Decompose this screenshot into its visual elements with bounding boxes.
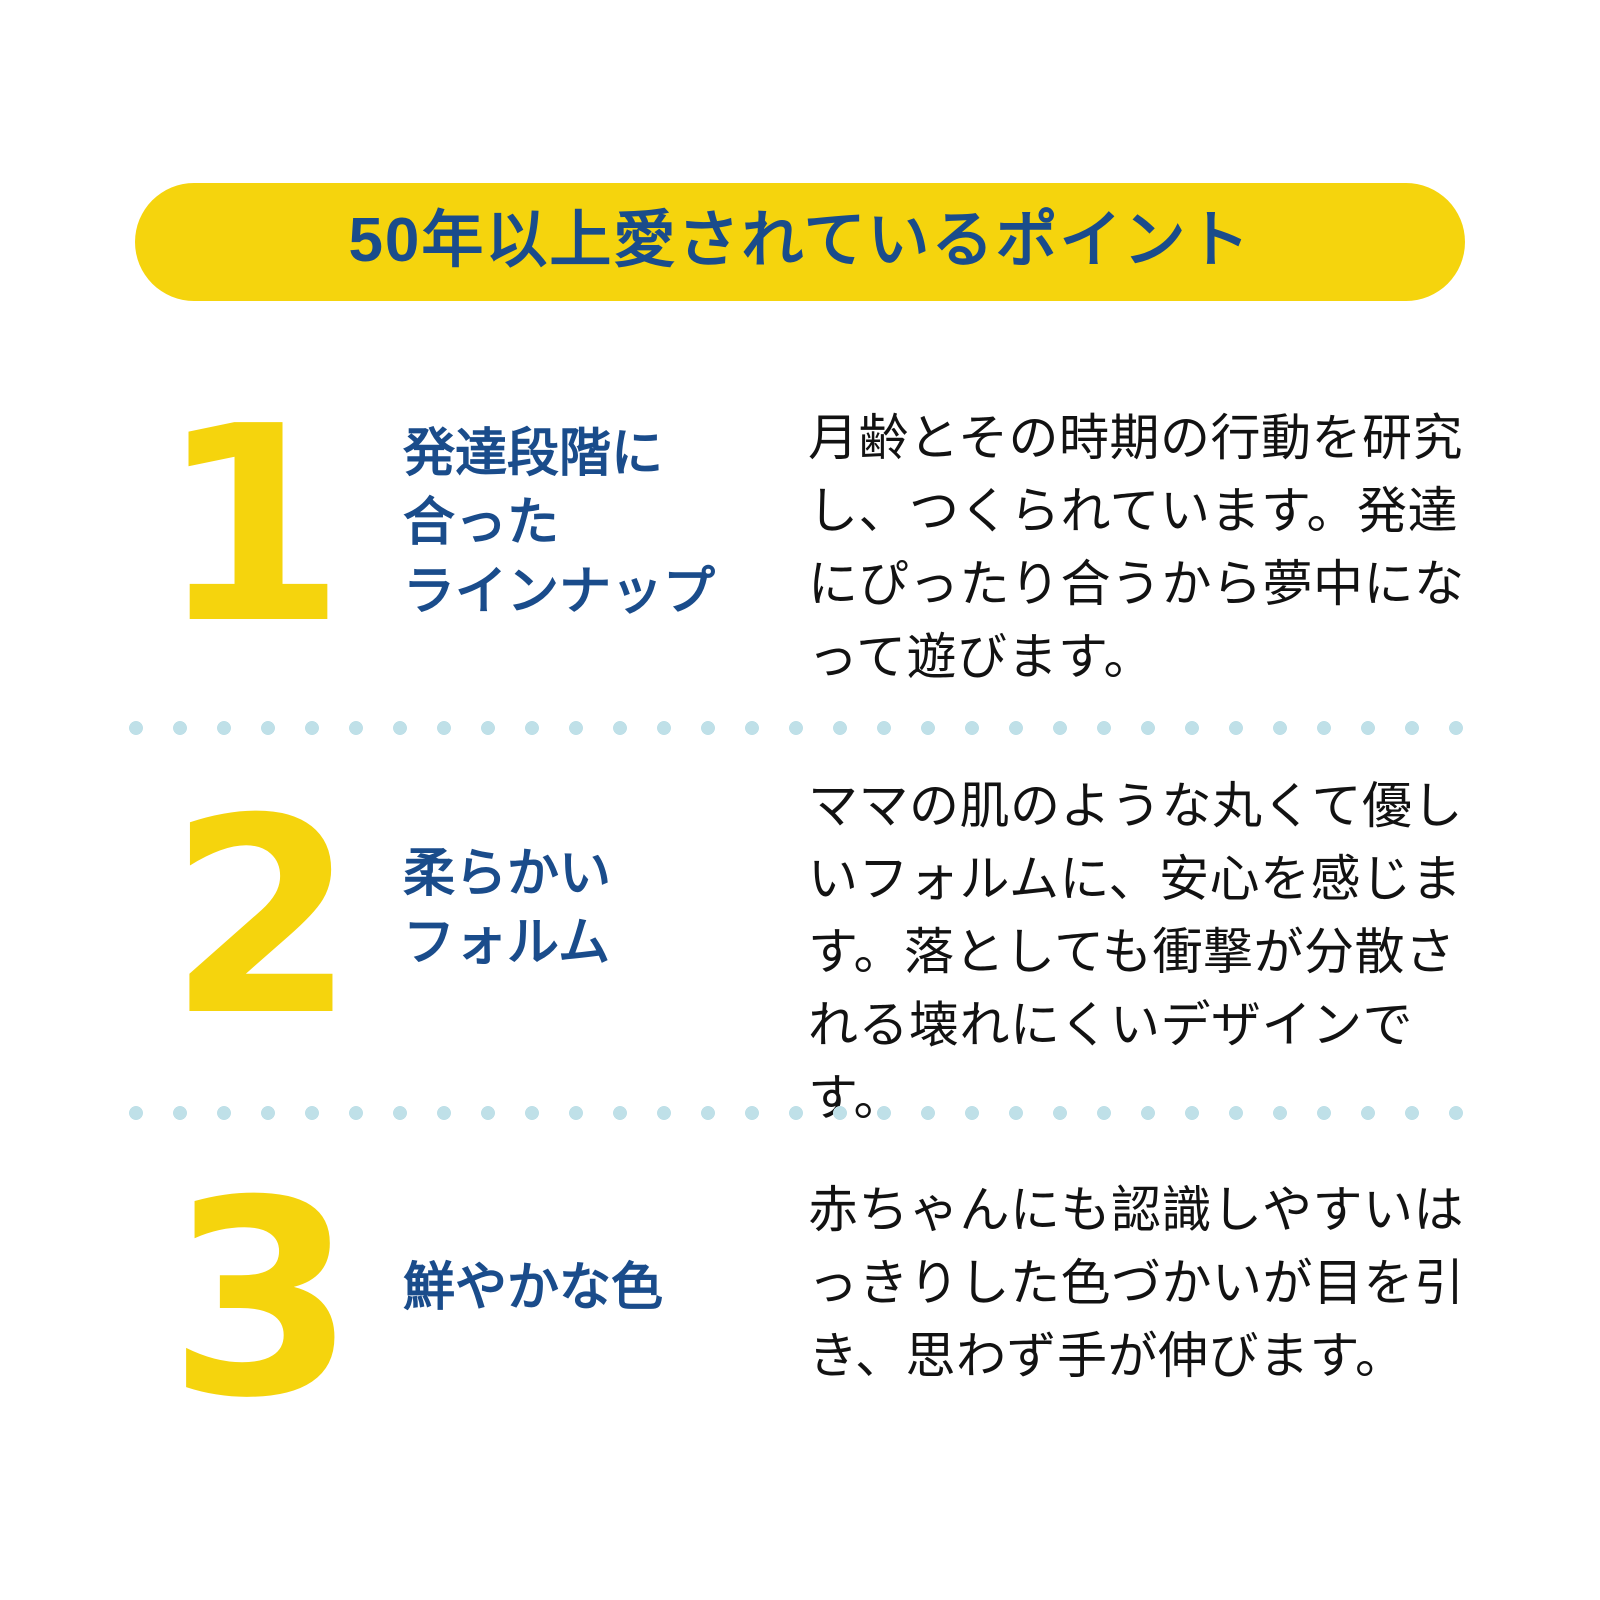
point-row-1: 1 発達段階に合ったラインナップ 月齢とその時期の行動を研究し、つくられています… <box>0 368 1600 692</box>
point-row-2: 2 柔らかいフォルム ママの肌のような丸くて優しいフォルムに、安心を感じます。落… <box>0 760 1600 1126</box>
point-number-2: 2 <box>168 760 356 1075</box>
point-number-3: 3 <box>168 1142 356 1457</box>
header-pill-banner: 50年以上愛されているポイント <box>135 183 1465 301</box>
page-title: 50年以上愛されているポイント <box>348 206 1252 275</box>
point-body-3: 赤ちゃんにも認識しやすいはっきりした色づかいが目を引き、思わず手が伸びます。 <box>808 1182 1465 1384</box>
dotted-divider-1 <box>114 721 1486 735</box>
dotted-divider-2 <box>114 1106 1486 1120</box>
point-heading-2: 柔らかいフォルム <box>403 845 612 973</box>
point-body-1: 月齢とその時期の行動を研究し、つくられています。発達にぴったり合うから夢中になっ… <box>808 410 1465 685</box>
point-row-3: 3 鮮やかな色 赤ちゃんにも認識しやすいはっきりした色づかいが目を引き、思わず手… <box>0 1162 1600 1462</box>
point-heading-3: 鮮やかな色 <box>403 1259 664 1317</box>
point-body-2: ママの肌のような丸くて優しいフォルムに、安心を感じます。落としても衝撃が分散され… <box>808 778 1463 1126</box>
point-heading-1: 発達段階に合ったラインナップ <box>403 425 716 622</box>
point-number-1: 1 <box>158 368 346 683</box>
